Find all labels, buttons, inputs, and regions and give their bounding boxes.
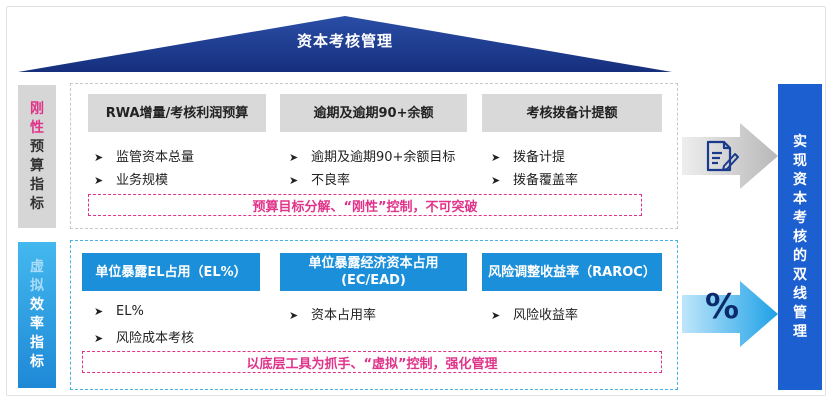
list-item: ➤不良率 [289,173,351,188]
box-char: 线 [793,285,807,302]
virtual-efficiency-label: 虚 拟 效 率 指 标 [18,242,56,388]
header-raroc: 风险调整收益率（RAROC） [482,253,662,291]
label-char: 性 [30,119,44,136]
virtual-control-bar: 以底层工具为抓手、“虚拟”控制，强化管理 [82,351,662,373]
roof-title: 资本考核管理 [296,32,393,50]
label-char: 指 [30,335,44,351]
rigid-control-bar: 预算目标分解、“刚性”控制，不可突破 [88,194,642,216]
arrow-bullet-icon: ➤ [491,151,501,164]
arrow-bullet-icon: ➤ [94,332,104,345]
document-edit-icon [706,140,739,172]
arrow-bullet-icon: ➤ [491,309,501,322]
box-char: 本 [793,190,807,207]
list-item: ➤资本占用率 [289,308,377,323]
header-provision: 考核拨备计提额 [482,94,662,132]
box-char: 考 [793,209,807,226]
list-item: ➤风险成本考核 [94,331,195,346]
arrow-bullet-icon: ➤ [289,174,299,187]
arrow-bullet-icon: ➤ [289,309,299,322]
label-char: 标 [30,354,44,370]
label-char: 效 [30,297,44,313]
label-char: 标 [30,195,44,212]
label-char: 预 [30,138,44,155]
header-ec: 单位暴露经济资本占用 (EC/EAD) [280,253,467,291]
arrow-bullet-icon: ➤ [289,151,299,164]
arrow-bullet-icon: ➤ [491,174,501,187]
arrow-bullet-icon: ➤ [94,305,104,318]
virtual-panel [70,240,678,390]
list-item: ➤拨备覆盖率 [491,173,579,188]
header-overdue: 逾期及逾期90+余额 [280,94,467,132]
label-char: 算 [30,157,44,174]
label-char: 指 [30,176,44,193]
label-char: 刚 [30,100,44,117]
list-item: ➤逾期及逾期90+余额目标 [289,150,456,165]
rigid-panel [70,83,678,229]
rigid-budget-label: 刚 性 预 算 指 标 [18,85,56,228]
box-char: 双 [793,266,807,283]
arrow-bullet-icon: ➤ [94,174,104,187]
list-item: ➤监管资本总量 [94,150,195,165]
box-char: 核 [793,228,807,245]
box-char: 现 [793,152,807,169]
diagram-frame [6,6,826,396]
percent-icon: % [704,287,740,327]
arrow-bullet-icon: ➤ [94,151,104,164]
blue-arrow-icon [682,281,778,347]
list-item: ➤拨备计提 [491,150,566,165]
box-char: 管 [793,304,807,321]
list-item: ➤风险收益率 [491,308,579,323]
box-char: 实 [793,133,807,150]
label-char: 虚 [30,259,44,275]
box-char: 的 [793,247,807,264]
dual-line-management-box: 实 现 资 本 考 核 的 双 线 管 理 [778,84,822,390]
list-item: ➤业务规模 [94,173,169,188]
label-char: 拟 [30,278,44,294]
header-rwa: RWA增量/考核利润预算 [88,94,266,132]
roof-triangle [18,16,672,72]
list-item: ➤EL% [94,304,144,319]
box-char: 资 [793,171,807,188]
box-char: 理 [793,323,807,340]
label-char: 率 [30,316,44,332]
header-el: 单位暴露EL占用（EL%） [82,253,260,291]
